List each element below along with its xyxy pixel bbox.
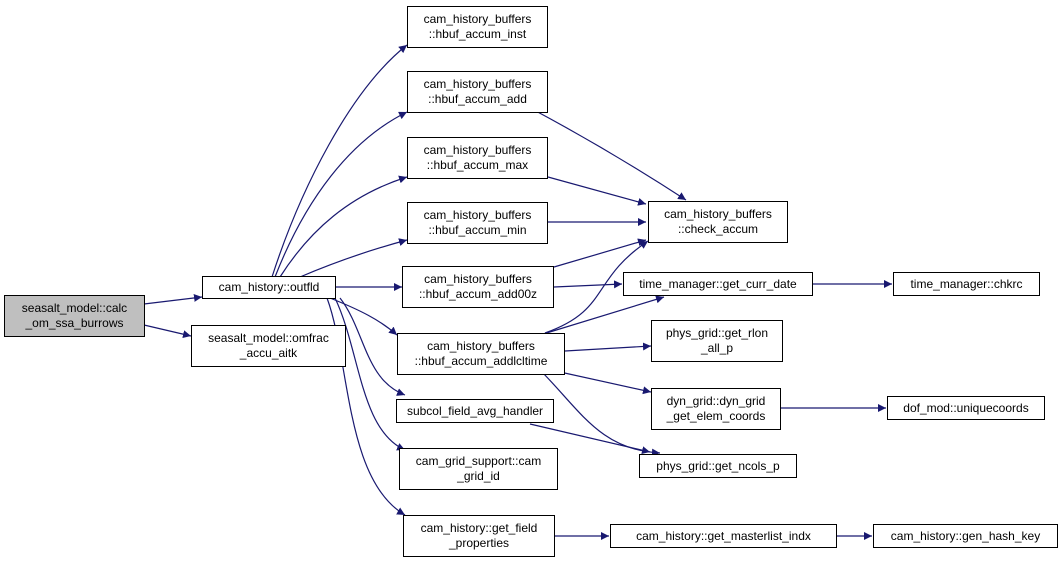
node-seasalt-omfrac-accu-aitk[interactable]: seasalt_model::omfrac _accu_aitk <box>191 325 346 367</box>
node-cam-grid-support-cam-grid-id[interactable]: cam_grid_support::cam _grid_id <box>399 448 558 490</box>
node-check-accum[interactable]: cam_history_buffers ::check_accum <box>648 201 788 243</box>
edge-add00z-currdate <box>553 280 623 289</box>
node-subcol-field-avg-handler[interactable]: subcol_field_avg_handler <box>396 399 554 423</box>
edge-addlcl-currdate <box>539 295 665 336</box>
edge-subcol-ncols <box>529 423 651 455</box>
edge-outfld-subcol <box>339 297 406 396</box>
node-cam-history-get-masterlist-indx[interactable]: cam_history::get_masterlist_indx <box>610 524 837 548</box>
node-hbuf-accum-inst[interactable]: cam_history_buffers ::hbuf_accum_inst <box>407 6 548 48</box>
node-hbuf-accum-addlcltime[interactable]: cam_history_buffers ::hbuf_accum_addlclt… <box>397 333 565 375</box>
node-dof-mod-uniquecoords[interactable]: dof_mod::uniquecoords <box>887 396 1045 420</box>
edge-add00z-check <box>553 238 647 268</box>
edge-addlcl-dyngrid <box>559 371 652 395</box>
node-cam-history-get-field-properties[interactable]: cam_history::get_field _properties <box>403 515 555 557</box>
edge-calc-outfld <box>143 293 203 305</box>
node-hbuf-accum-add[interactable]: cam_history_buffers ::hbuf_accum_add <box>407 71 548 113</box>
edge-outfld-add <box>274 111 408 278</box>
node-dyn-grid-get-elem-coords[interactable]: dyn_grid::dyn_grid _get_elem_coords <box>651 388 781 430</box>
edge-outfld-gridid <box>334 297 406 451</box>
node-phys-grid-get-rlon-all-p[interactable]: phys_grid::get_rlon _all_p <box>651 320 783 362</box>
node-time-manager-chkrc[interactable]: time_manager::chkrc <box>893 272 1040 296</box>
edge-add-check <box>533 109 687 201</box>
node-hbuf-accum-min[interactable]: cam_history_buffers ::hbuf_accum_min <box>407 202 548 244</box>
node-hbuf-accum-max[interactable]: cam_history_buffers ::hbuf_accum_max <box>407 137 548 179</box>
edge-outfld-min <box>299 238 408 278</box>
edge-max-check <box>547 176 647 206</box>
node-time-manager-get-curr-date[interactable]: time_manager::get_curr_date <box>623 272 813 296</box>
edge-outfld-max <box>279 175 408 278</box>
edge-calc-omfrac <box>143 324 192 339</box>
node-hbuf-accum-add00z[interactable]: cam_history_buffers ::hbuf_accum_add00z <box>402 266 554 308</box>
node-phys-grid-get-ncols-p[interactable]: phys_grid::get_ncols_p <box>639 454 797 478</box>
edge-addlcl-rlon <box>564 342 652 352</box>
node-cam-history-gen-hash-key[interactable]: cam_history::gen_hash_key <box>873 524 1058 548</box>
edge-outfld-addlcl <box>329 297 398 336</box>
edge-outfld-getfield <box>326 297 406 516</box>
node-cam-history-outfld[interactable]: cam_history::outfld <box>202 276 336 299</box>
edge-addlcl-check <box>544 240 649 334</box>
edge-outfld-inst <box>271 44 408 278</box>
node-seasalt-calc-om-ssa-burrows: seasalt_model::calc _om_ssa_burrows <box>4 295 145 337</box>
